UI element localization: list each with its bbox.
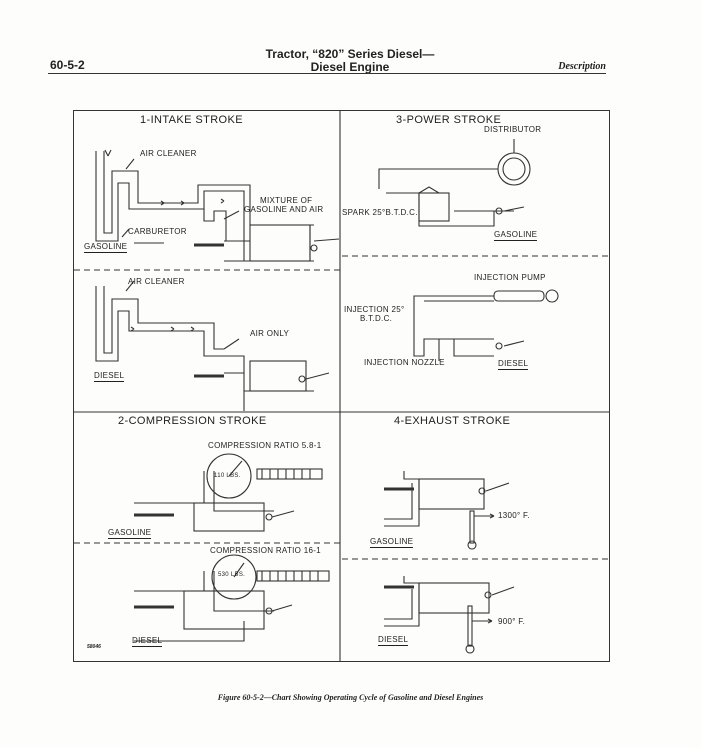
intake-diesel-diagram	[95, 280, 330, 411]
figure-drawing	[74, 111, 609, 661]
label-injection-nozzle: INJECTION NOZZLE	[364, 358, 445, 367]
label-exhaust-temp-gas: 1300° F.	[498, 511, 530, 520]
label-engine-diesel: DIESEL	[94, 371, 125, 382]
label-distributor: DISTRIBUTOR	[484, 125, 542, 134]
label-exhaust-temp-diesel: 900° F.	[498, 617, 526, 626]
label-compression-ratio-gas: COMPRESSION RATIO 5.8-1	[208, 441, 322, 450]
title-line-1: Tractor, “820” Series Diesel—	[265, 47, 435, 61]
compression-diesel-diagram	[134, 554, 330, 642]
section-name: Description	[558, 61, 606, 72]
figure-frame: 1-INTAKE STROKE 3-POWER STROKE 2-COMPRES…	[73, 110, 610, 662]
power-gasoline-diagram	[378, 139, 531, 227]
label-carburetor: CARBURETOR	[128, 227, 187, 236]
compression-stroke-title: 2-COMPRESSION STROKE	[118, 415, 267, 427]
label-compression-ratio-diesel: COMPRESSION RATIO 16-1	[210, 546, 321, 555]
label-injection-pump: INJECTION PUMP	[474, 273, 546, 282]
intake-gasoline-diagram	[95, 149, 340, 262]
exhaust-gasoline-diagram	[384, 471, 510, 550]
page-title: Tractor, “820” Series Diesel— Diesel Eng…	[200, 48, 500, 74]
label-engine-gasoline: GASOLINE	[84, 242, 128, 253]
label-compression-diesel: DIESEL	[132, 636, 163, 647]
label-power-gasoline: GASOLINE	[494, 230, 538, 241]
label-exhaust-gasoline: GASOLINE	[370, 537, 414, 548]
label-exhaust-diesel: DIESEL	[378, 635, 409, 646]
figure-caption: Figure 60-5-2—Chart Showing Operating Cy…	[217, 693, 484, 702]
figure-number: 58046	[87, 644, 101, 650]
label-gauge-gas: 110 LBS.	[214, 473, 241, 479]
label-air-cleaner: AIR CLEANER	[140, 149, 197, 158]
exhaust-stroke-title: 4-EXHAUST STROKE	[394, 415, 511, 427]
label-spark: SPARK 25°B.T.D.C.	[342, 208, 418, 217]
compression-gasoline-diagram	[134, 453, 323, 532]
label-compression-gasoline: GASOLINE	[108, 528, 152, 539]
title-line-2: Diesel Engine	[310, 60, 390, 74]
intake-stroke-title: 1-INTAKE STROKE	[140, 114, 243, 126]
label-power-diesel: DIESEL	[498, 359, 529, 370]
header-rule	[48, 73, 606, 74]
label-injection-2: B.T.D.C.	[360, 314, 393, 323]
label-air-only: AIR ONLY	[250, 329, 290, 338]
page-number: 60-5-2	[50, 58, 85, 72]
power-diesel-diagram	[413, 289, 559, 361]
label-mixture-1: MIXTURE OF	[260, 196, 313, 205]
exhaust-diesel-diagram	[384, 576, 515, 654]
label-gauge-diesel: 530 LBS.	[218, 572, 246, 578]
label-mixture-2: GASOLINE AND AIR	[244, 205, 324, 214]
label-air-cleaner-diesel: AIR CLEANER	[128, 277, 185, 286]
label-injection-1: INJECTION 25°	[344, 305, 405, 314]
power-stroke-title: 3-POWER STROKE	[396, 114, 502, 126]
